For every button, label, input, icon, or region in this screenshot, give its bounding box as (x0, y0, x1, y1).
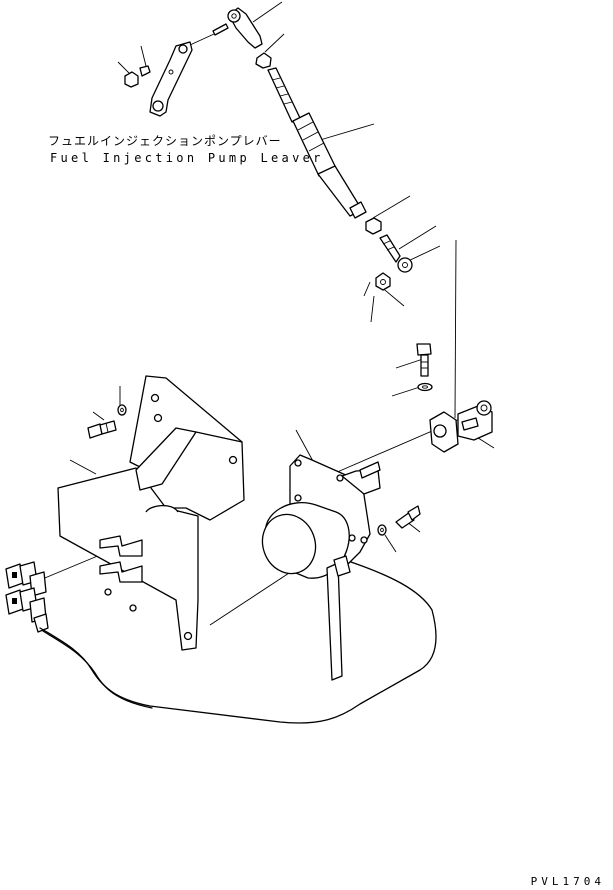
bracket-bolt (87, 420, 117, 439)
motor-washer (377, 524, 387, 536)
governor-motor (261, 454, 381, 681)
hex-nut (375, 272, 391, 291)
damper-cylinder (292, 112, 367, 219)
bracket-washer (117, 404, 127, 416)
wire-harness (39, 559, 437, 724)
drawing-code: PVL1704 (530, 875, 605, 888)
rod-end-lower (379, 234, 413, 273)
pump-lever (149, 41, 193, 117)
threaded-rod (267, 67, 301, 123)
shaft-clevis (429, 400, 493, 453)
rod-end-top (212, 7, 263, 49)
lever-nut-washer (124, 65, 151, 88)
pump-lever-label-en: Fuel Injection Pump Leaver (50, 151, 324, 165)
pump-lever-label-jp: フュエルインジェクションポンプレバー (48, 134, 282, 148)
bolt-right (416, 343, 432, 377)
washer-right (417, 382, 433, 392)
nut-lower (365, 217, 382, 235)
mounting-bracket (57, 375, 245, 651)
electrical-connectors (5, 561, 49, 633)
nut-top (255, 52, 272, 69)
motor-bolt (395, 505, 421, 529)
